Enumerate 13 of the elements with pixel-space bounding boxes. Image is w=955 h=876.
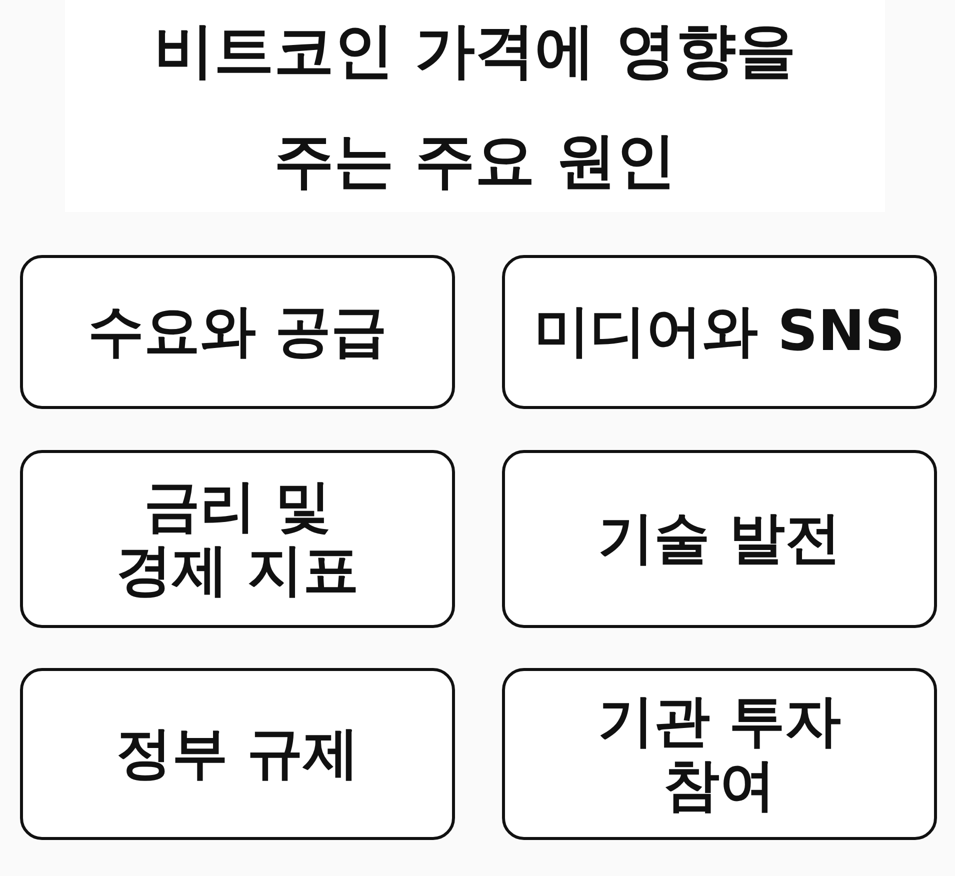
factor-label: 수요와 공급 <box>88 300 388 364</box>
factor-label: 정부 규제 <box>116 722 360 786</box>
factor-box <box>502 668 937 840</box>
factor-box <box>20 255 455 409</box>
title: 비트코인 가격에 영향을 주는 주요 원인 <box>153 15 797 198</box>
factor-label: 금리 및 경제 지표 <box>114 475 360 603</box>
factor-label: 기술 발전 <box>598 507 842 571</box>
factor-box <box>502 450 937 628</box>
factor-box <box>20 668 455 840</box>
factor-label: 기관 투자 참여 <box>596 690 842 818</box>
factor-label: 미디어와 SNS <box>534 300 906 364</box>
factor-box <box>20 450 455 628</box>
factor-box <box>502 255 937 409</box>
